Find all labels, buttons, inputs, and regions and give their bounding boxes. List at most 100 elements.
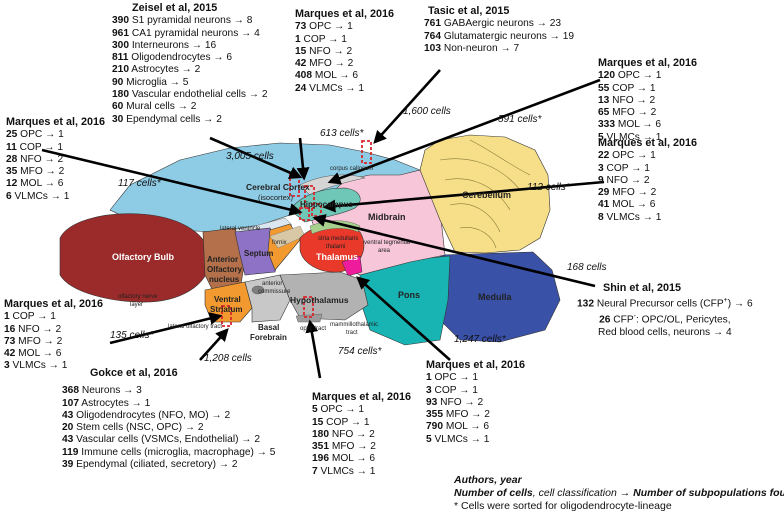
row-count: 22 [598, 150, 610, 162]
row-count: 119 [62, 446, 79, 458]
row-count: 5 [426, 433, 432, 445]
row-count: 790 [426, 421, 443, 433]
row-count: 28 [6, 153, 18, 165]
row-count: 60 [112, 101, 124, 113]
label-ao-1: Anterior [207, 255, 238, 264]
row-count: 1 [295, 33, 301, 45]
study-row: 390 S1 pyramidal neurons → 8 [112, 15, 268, 27]
row-count: 408 [295, 70, 312, 82]
row-label: MFO → 2 [609, 187, 657, 199]
row-label: Microglia → 5 [123, 76, 189, 88]
cerebellum-folia [439, 139, 531, 249]
study-row: 761 GABAergic neurons → 23 [424, 18, 574, 30]
count-1247: 1,247 cells* [454, 334, 506, 345]
shin-line-2: 26 CFP-: OPC/OL, Pericytes, [577, 311, 753, 327]
study-row: 764 Glutamatergic neurons → 19 [424, 31, 574, 43]
study-title: Tasic et al, 2015 [428, 5, 510, 17]
row-count: 3 [598, 162, 604, 174]
count-168: 168 cells [567, 262, 607, 273]
arrows [41, 69, 605, 379]
row-label: VLMCs → 1 [603, 211, 662, 223]
label-vs-1: Ventral [214, 295, 241, 304]
row-label: MFO → 2 [306, 58, 354, 70]
row-count: 42 [4, 348, 16, 360]
row-label: OPC → 1 [17, 129, 64, 141]
study-row: 20 Stem cells (NSC, OPC) → 2 [62, 422, 275, 434]
row-label: VLMCs → 1 [317, 465, 376, 477]
shin-t1: Neural Precursor cells (CFP [594, 298, 724, 310]
row-label: COP → 1 [431, 384, 478, 396]
row-count: 3 [4, 360, 10, 372]
label-corpus-callosum: corpus callosum [330, 166, 373, 172]
study-row: 65 MFO → 2 [598, 107, 697, 119]
label-thalamus: Thalamus [316, 252, 358, 262]
row-count: 210 [112, 64, 129, 76]
study-row: 55 COP → 1 [598, 83, 697, 95]
row-count: 43 [62, 434, 74, 446]
arrow-m-hippo [322, 180, 605, 213]
study-row: 93 NFO → 2 [426, 397, 525, 409]
row-label: Interneurons → 16 [129, 39, 217, 51]
row-label: VLMCs → 1 [11, 190, 70, 202]
shin-e2: : OPC/OL, Pericytes, [636, 314, 731, 326]
row-label: Oligodendrocytes → 6 [128, 52, 233, 64]
study-title: Marques et al, 2016 [4, 298, 104, 310]
label-vs-2: Striatum [210, 305, 242, 314]
row-label: COP → 1 [603, 162, 650, 174]
study-row: 355 MFO → 2 [426, 409, 525, 421]
shin-t2: CFP [610, 314, 634, 326]
row-label: OPC → 1 [306, 21, 353, 33]
arrow-gokce [199, 328, 229, 361]
study-title: Marques et al, 2016 [6, 116, 106, 128]
label-olfactory-bulb: Olfactory Bulb [112, 252, 175, 262]
row-label: MFO → 2 [15, 335, 63, 347]
row-label: CA1 pyramidal neurons → 4 [129, 27, 260, 39]
row-count: 73 [295, 21, 307, 33]
row-count: 351 [312, 441, 329, 453]
row-count: 107 [62, 397, 79, 409]
label-medulla: Medulla [478, 292, 512, 302]
label-stria-2: thalami [326, 244, 345, 250]
label-fornix: fornix [272, 240, 287, 246]
study-row: 1 COP → 1 [4, 311, 103, 323]
study-row: 60 Mural cells → 2 [112, 101, 268, 113]
arrow-tasic [373, 69, 441, 144]
legend: Authors, year Number of cells, cell clas… [454, 474, 784, 513]
label-ao-2: Olfactory [207, 265, 243, 274]
study-row: 42 MFO → 2 [295, 58, 394, 70]
study-row: 3 VLMCs → 1 [4, 360, 103, 372]
row-label: MOL → 6 [329, 453, 376, 465]
study-row: 41 MOL → 6 [598, 199, 697, 211]
row-label: MOL → 6 [615, 119, 662, 131]
study-title: Zeisel et al, 2015 [132, 2, 218, 14]
row-count: 761 [424, 18, 441, 30]
label-mtt-2: tract [346, 330, 358, 336]
vta-region [341, 255, 363, 277]
study-row: 119 Immune cells (microglia, macrophage)… [62, 447, 275, 459]
study-title: Marques et al, 2016 [312, 391, 412, 403]
study-row: 22 OPC → 1 [598, 150, 697, 162]
row-count: 15 [295, 45, 307, 57]
arrow-m-hypo [305, 319, 322, 379]
row-count: 196 [312, 453, 329, 465]
study-row: 210 Astrocytes → 2 [112, 64, 268, 76]
sample-box-corpus [361, 140, 372, 164]
study-row: 107 Astrocytes → 1 [62, 398, 275, 410]
count-1208: 1,208 cells [204, 353, 252, 364]
row-label: NFO → 2 [306, 45, 353, 57]
study-row: 39 Ependymal (ciliated, secretory) → 2 [62, 459, 275, 471]
study-title: Shin et al, 2015 [603, 282, 682, 294]
study-row: 180 NFO → 2 [312, 429, 411, 441]
row-label: MFO → 2 [443, 409, 490, 421]
septum-region [234, 227, 281, 276]
study-row: 13 NFO → 2 [598, 95, 697, 107]
